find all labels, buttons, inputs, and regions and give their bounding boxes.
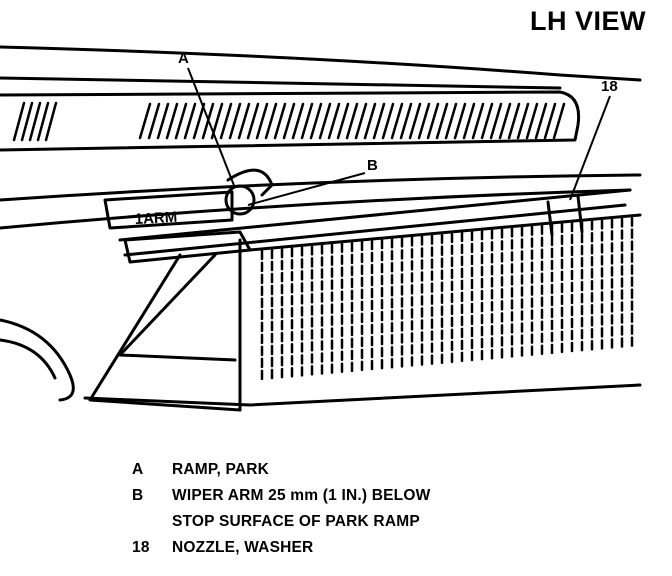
park-ramp-bracket xyxy=(226,168,274,197)
legend-key: 18 xyxy=(132,539,150,556)
legend-item-b: B WIPER ARM 25 mm (1 IN.) BELOW xyxy=(132,483,430,509)
leader-line-18 xyxy=(569,95,611,201)
leader-line-b xyxy=(247,172,366,206)
callout-label-b: B xyxy=(367,157,378,174)
hood-edge-line xyxy=(0,45,642,82)
wiper-arm-line xyxy=(118,188,632,242)
legend-text: STOP SURFACE OF PARK RAMP xyxy=(172,513,420,530)
wheel-arch-inner xyxy=(0,338,57,380)
park-ramp-pivot xyxy=(224,184,256,216)
body-lower-line xyxy=(83,383,642,407)
legend-text: RAMP, PARK xyxy=(172,461,270,478)
callout-label-a: A xyxy=(178,50,189,67)
hood-edge-line-2 xyxy=(0,76,562,90)
leader-line-a xyxy=(187,67,236,189)
washer-nozzle xyxy=(546,194,584,237)
grille-bars xyxy=(260,216,634,383)
windshield-line-2 xyxy=(0,188,632,230)
legend: A RAMP, PARK B WIPER ARM 25 mm (1 IN.) B… xyxy=(132,457,430,561)
wheel-arch xyxy=(0,318,75,402)
legend-item-18: 18 NOZZLE, WASHER xyxy=(132,535,430,561)
legend-key: B xyxy=(132,487,144,504)
cowl-vent-slots-right xyxy=(138,102,566,140)
legend-key: A xyxy=(132,461,144,478)
embossed-arm-text: 1ARM xyxy=(134,209,177,228)
wiper-arm-body xyxy=(103,190,234,230)
callout-label-18: 18 xyxy=(601,78,618,95)
fender-edge xyxy=(88,253,242,412)
legend-item-b-continued: STOP SURFACE OF PARK RAMP xyxy=(132,509,430,535)
legend-item-a: A RAMP, PARK xyxy=(132,457,430,483)
cowl-vent-panel xyxy=(0,90,581,152)
view-title: LH VIEW xyxy=(530,6,646,36)
wiper-blade-line xyxy=(123,203,627,257)
windshield-line-1 xyxy=(0,173,642,202)
legend-text: NOZZLE, WASHER xyxy=(172,539,314,556)
fender-inner xyxy=(118,253,237,362)
legend-text: WIPER ARM 25 mm (1 IN.) BELOW xyxy=(172,487,431,504)
cowl-vent-slots xyxy=(12,101,58,142)
grille-top xyxy=(248,213,642,252)
